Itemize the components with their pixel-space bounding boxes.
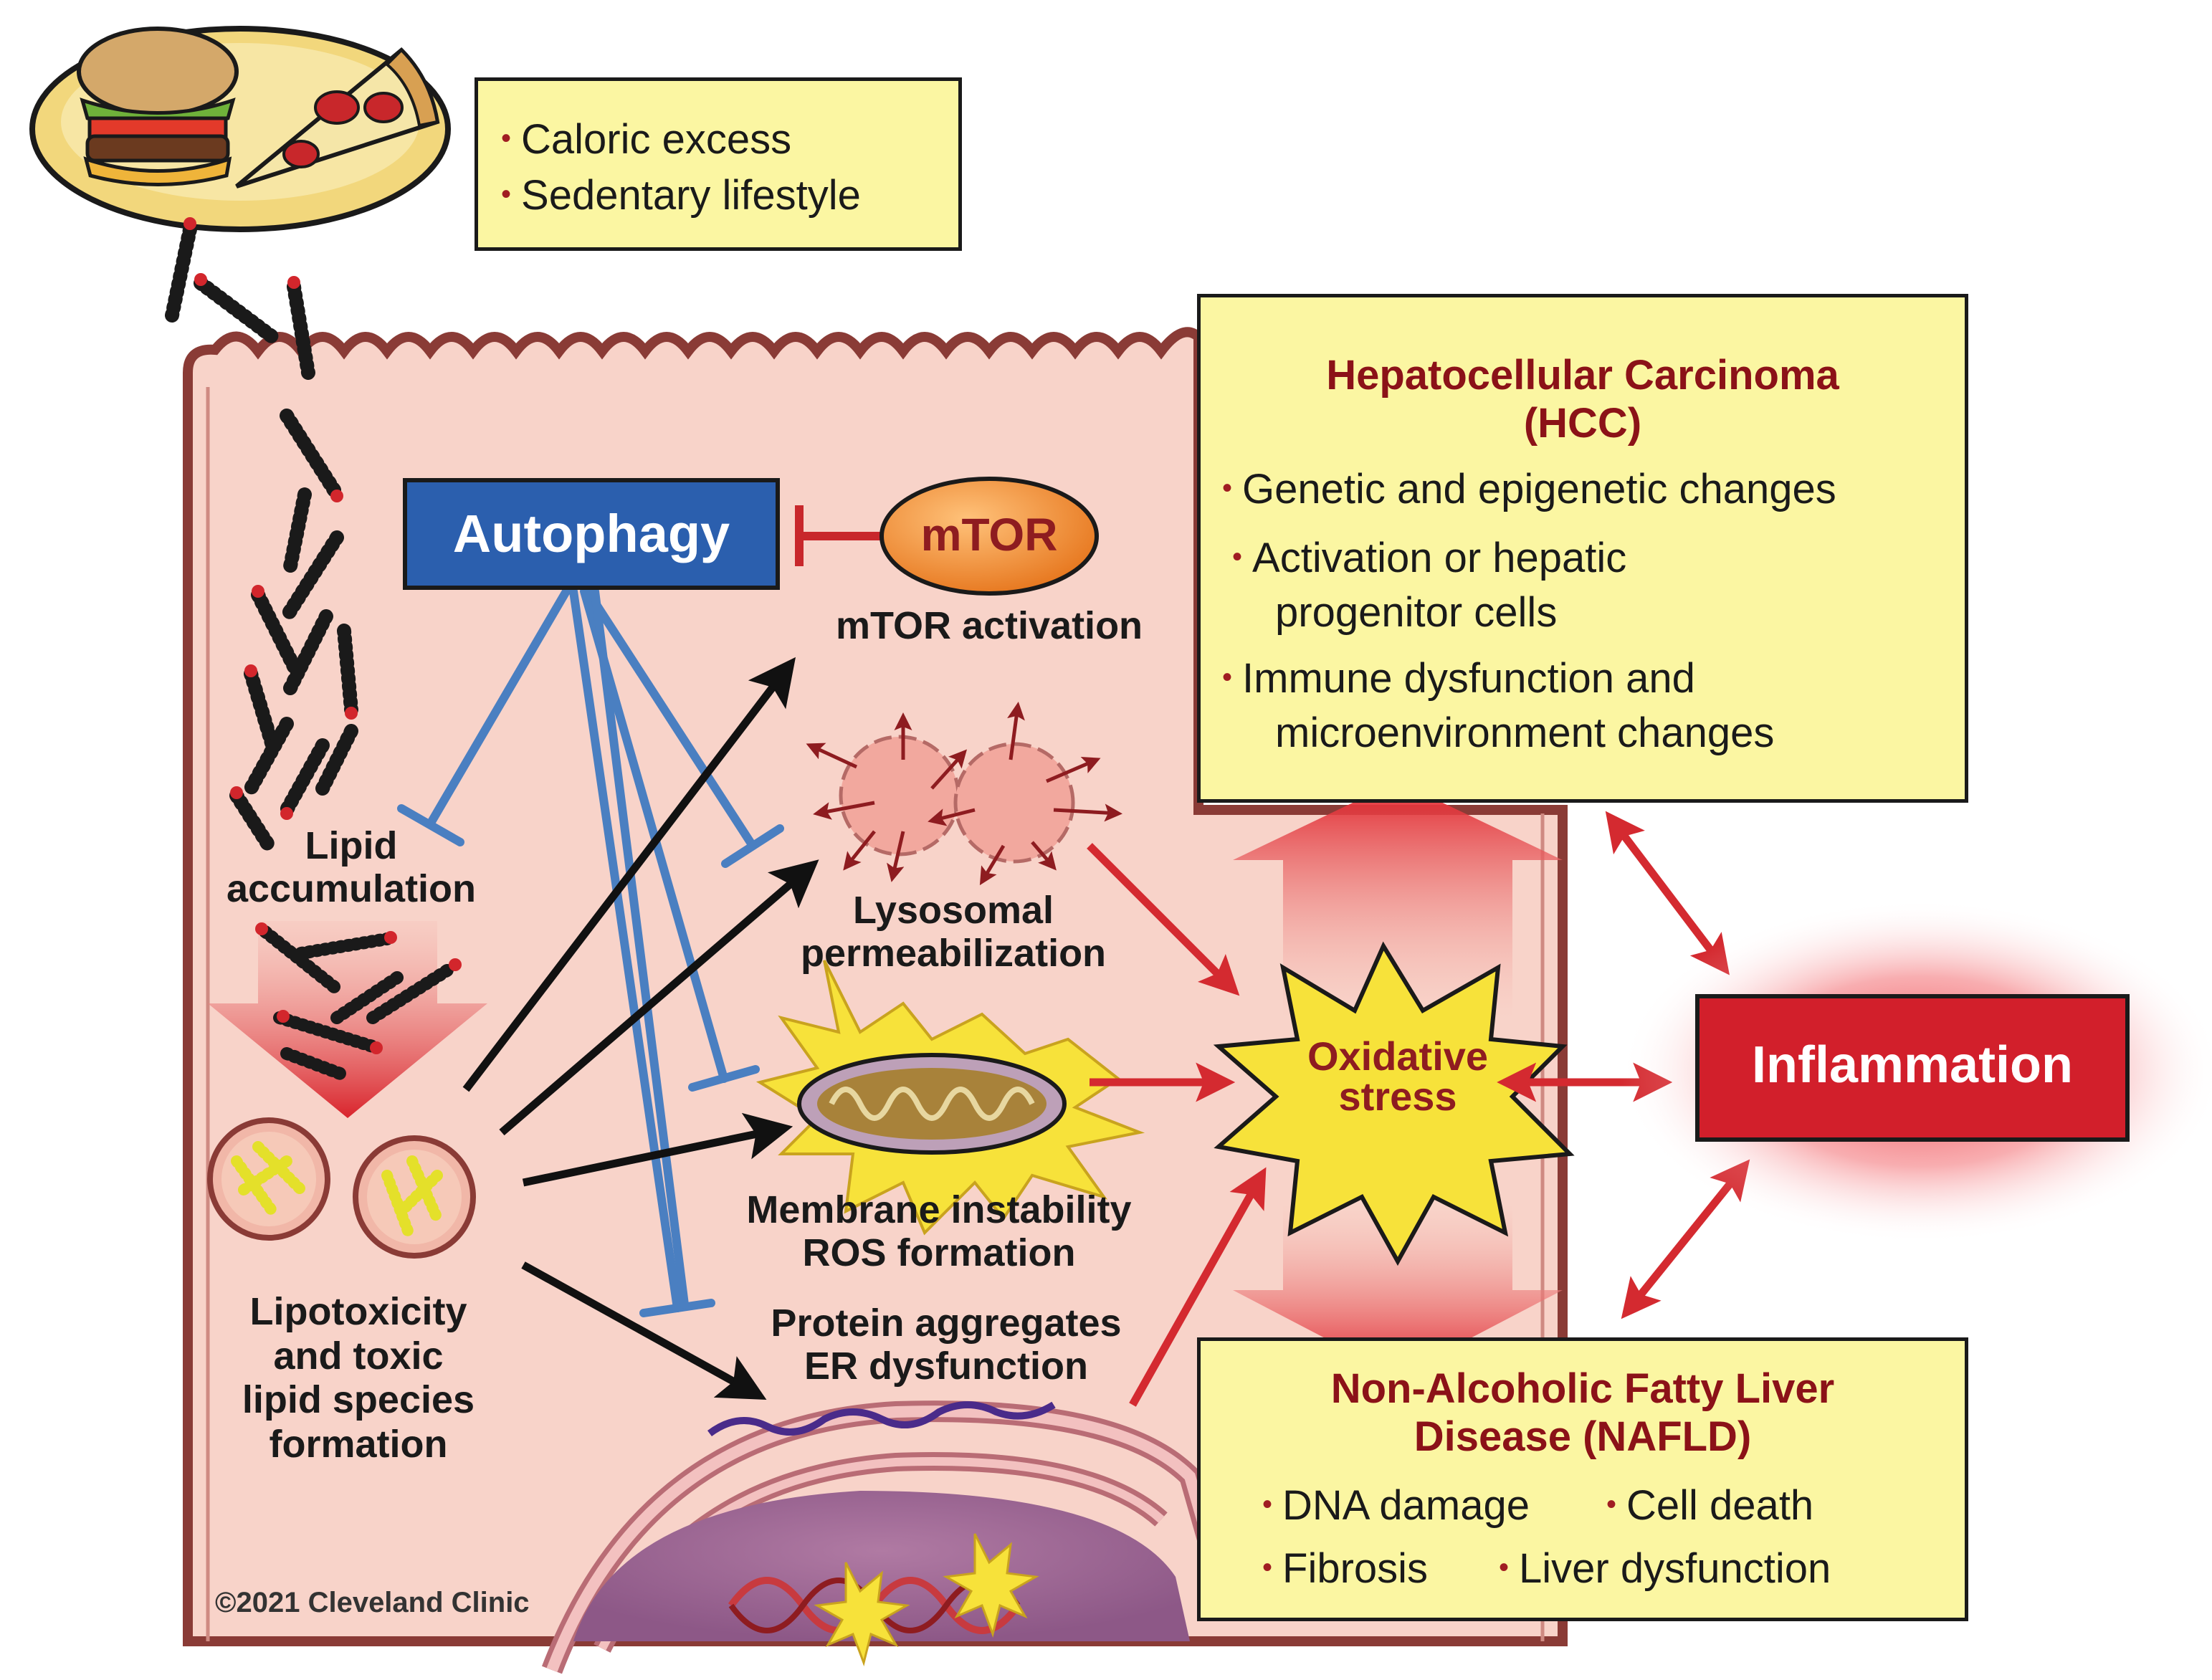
mitochondrion	[755, 960, 1145, 1236]
hcc-item-continued: progenitor cells	[1275, 589, 1558, 636]
nafld-box: Non-Alcoholic Fatty Liver Disease (NAFLD…	[1197, 1337, 1968, 1621]
risk-factor-item: •Caloric excess	[501, 116, 792, 163]
oxidative-stress-label: Oxidative stress	[1307, 1034, 1489, 1119]
risk-factors-box: •Caloric excess •Sedentary lifestyle	[475, 77, 962, 251]
hcc-item: •Activation or hepatic	[1232, 535, 1627, 581]
hcc-item: •Immune dysfunction and	[1222, 655, 1695, 702]
nafld-item: •DNA damage	[1262, 1482, 1530, 1529]
protein-aggregates-label: Protein aggregates ER dysfunction	[771, 1302, 1122, 1388]
lysosomal-permeabilization-label: Lysosomal permeabilization	[800, 889, 1107, 975]
hcc-item: •Genetic and epigenetic changes	[1222, 466, 1836, 512]
oxidative-input-arrows	[1087, 843, 1267, 1407]
lysosomes	[806, 702, 1122, 886]
autophagy-inhibition-lines	[397, 587, 784, 1317]
nafld-item: •Fibrosis	[1262, 1545, 1429, 1592]
nucleus	[573, 1491, 1190, 1667]
mtor-inhibition-bar	[795, 505, 882, 566]
membrane-instability-label: Membrane instability ROS formation	[746, 1188, 1132, 1275]
activation-arrows	[462, 657, 819, 1400]
hepatocyte-cell	[183, 327, 1568, 1646]
food-plate-illustration	[29, 26, 451, 232]
lipid-accumulation-arrow	[208, 921, 487, 1118]
mtor-activation-label: mTOR activation	[835, 604, 1143, 647]
oxidative-stress-node	[1213, 941, 1575, 1266]
copyright-text: ©2021 Cleveland Clinic	[215, 1587, 530, 1618]
inflammation-label: Inflammation	[1751, 1036, 2074, 1094]
risk-factor-item: •Sedentary lifestyle	[501, 172, 861, 219]
autophagy-node	[403, 478, 780, 590]
hcc-item-continued: microenvironment changes	[1275, 710, 1775, 756]
mtor-label: mTOR	[920, 509, 1058, 560]
hcc-progression-arrow	[1233, 781, 1563, 1018]
nafld-title: Non-Alcoholic Fatty Liver Disease (NAFLD…	[1330, 1365, 1835, 1460]
lipid-chain-heads	[183, 217, 358, 820]
autophagy-label: Autophagy	[452, 504, 730, 563]
nafld-progression-arrow	[1233, 1204, 1563, 1376]
nafld-item: •Liver dysfunction	[1499, 1545, 1831, 1592]
lipotoxicity-label: Lipotoxicity and toxic lipid species for…	[242, 1290, 475, 1466]
nafld-item: •Cell death	[1606, 1482, 1814, 1529]
inflammation-node	[1620, 899, 2212, 1244]
toxic-lipid-droplets	[207, 1117, 476, 1259]
lipid-accumulation-label: Lipid accumulation	[226, 824, 477, 911]
lipid-chains	[165, 222, 358, 853]
hcc-box: Hepatocellular Carcinoma (HCC) •Genetic …	[1197, 294, 1968, 803]
hcc-title: Hepatocellular Carcinoma (HCC)	[1326, 352, 1839, 447]
mtor-node	[879, 477, 1099, 596]
endoplasmic-reticulum	[541, 1400, 1229, 1674]
